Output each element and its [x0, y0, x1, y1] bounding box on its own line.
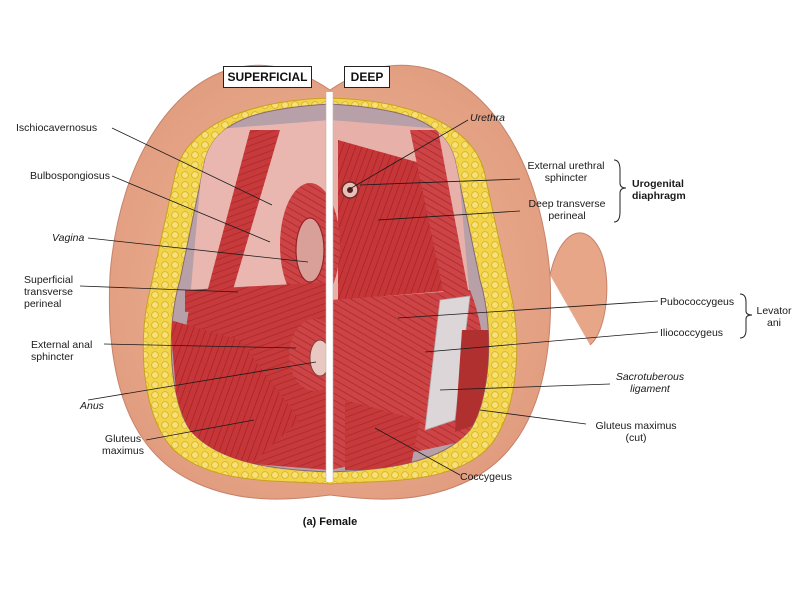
label-ischiocavernosus: Ischiocavernosus [16, 122, 98, 134]
label-urogenital-diaphragm: Urogenital diaphragm [632, 178, 686, 202]
levator-brace [739, 293, 753, 339]
label-anus: Anus [80, 400, 104, 412]
sacrotuberous-ligament [424, 295, 471, 431]
label-levator-ani: Levator ani [756, 305, 792, 329]
label-pubococcygeus: Pubococcygeus [660, 296, 735, 308]
leader-lines [79, 119, 659, 476]
deep-header: DEEP [344, 66, 390, 88]
label-gluteus-maximus-left: Gluteus maximus [101, 433, 144, 457]
label-coccygeus: Coccygeus [460, 471, 512, 483]
label-urethra: Urethra [470, 112, 506, 124]
label-bulbospongiosus: Bulbospongiosus [30, 170, 110, 182]
figure-caption: (a) Female [302, 516, 358, 528]
label-vagina: Vagina [52, 232, 85, 244]
label-gluteus-maximus-cut: Gluteus maximus (cut) [595, 420, 677, 444]
label-iliococcygeus: Iliococcygeus [660, 327, 724, 339]
label-external-urethral-sphincter: External urethral sphincter [527, 160, 605, 184]
label-deep-transverse-perineal: Deep transverse perineal [528, 198, 606, 222]
urogenital-brace [613, 159, 627, 223]
label-external-anal-sphincter: External anal sphincter [31, 339, 93, 363]
label-sacrotuberous-ligament: Sacrotuberous ligament [615, 371, 685, 395]
center-divider [326, 92, 333, 482]
label-superficial-transverse-perineal: Superficial transverse perineal [24, 274, 74, 310]
superficial-header: SUPERFICIAL [223, 66, 312, 88]
